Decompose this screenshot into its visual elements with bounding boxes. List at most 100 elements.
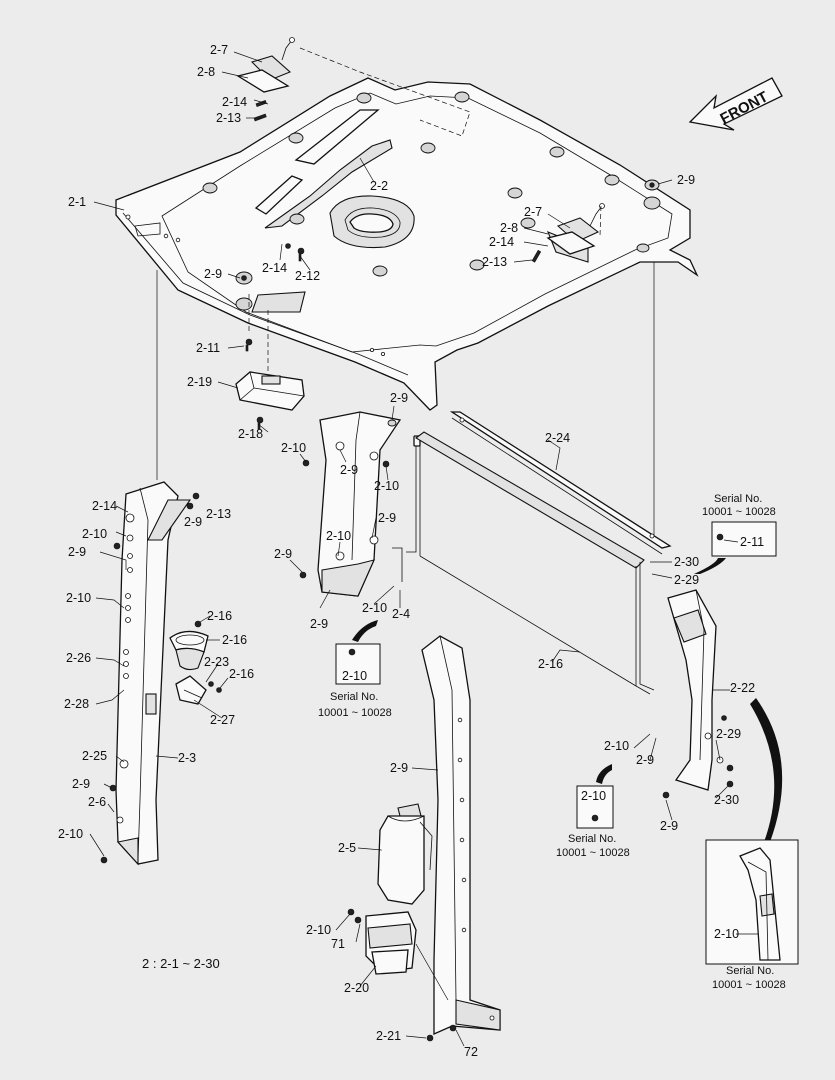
callout: 2-23 — [204, 655, 229, 669]
callout: 2-16 — [207, 609, 232, 623]
assembly-guide-lines — [156, 47, 655, 535]
headliner-clips — [202, 91, 661, 311]
callout: 2-11 — [196, 341, 220, 355]
callout: 2-26 — [66, 651, 91, 665]
callout: 2-10 — [326, 529, 351, 543]
dome-lamp-rear — [531, 203, 605, 263]
callout: 2-25 — [82, 749, 107, 763]
front-pillar-trim-left — [100, 481, 200, 866]
callout: 71 — [331, 937, 345, 951]
callout: 2-16 — [538, 657, 563, 671]
callout: 2-8 — [197, 65, 215, 79]
callout: 2-9 — [204, 267, 222, 281]
callout: 2-10 — [714, 927, 739, 941]
callout: 2-28 — [64, 697, 89, 711]
callout: 2-9 — [390, 761, 408, 775]
serial-box-b — [335, 620, 381, 685]
callout: 2-10 — [66, 591, 91, 605]
callout: 2-29 — [674, 573, 699, 587]
detail-box-rear-pillar — [705, 839, 799, 965]
assist-handle — [169, 620, 222, 705]
headliner-fasteners — [235, 179, 660, 352]
callout: 2-9 — [636, 753, 654, 767]
callout: 2-10 — [58, 827, 83, 841]
callout-leaders — [89, 51, 730, 1047]
serial-label: Serial No. — [726, 965, 774, 977]
callout: 2-10 — [82, 527, 107, 541]
callout: 2-9 — [677, 173, 695, 187]
serial-notes: Serial No. 10001 ~ 10028 2-11 2-10 Seria… — [318, 493, 786, 991]
callout: 2-29 — [716, 727, 741, 741]
callout: 2-9 — [340, 463, 358, 477]
callout: 2-4 — [392, 607, 410, 621]
overhead-console — [235, 371, 305, 430]
serial-range: 10001 ~ 10028 — [556, 847, 630, 859]
callout: 2-14 — [489, 235, 514, 249]
callout: 2-9 — [310, 617, 328, 631]
callout: 2-14 — [92, 499, 117, 513]
callout: 2-10 — [604, 739, 629, 753]
callout: 2-9 — [68, 545, 86, 559]
callout: 2-20 — [344, 981, 369, 995]
serial-part: 2-11 — [740, 535, 764, 549]
callout: 2-10 — [306, 923, 331, 937]
callout: 2-9 — [660, 819, 678, 833]
callout: 2-14 — [222, 95, 247, 109]
callout: 2-30 — [714, 793, 739, 807]
detail-pointer-arrow — [750, 698, 783, 842]
rear-side-pillar-trim — [662, 589, 734, 799]
callout: 2-9 — [378, 511, 396, 525]
callout: 2-9 — [184, 515, 202, 529]
callout: 2-27 — [210, 713, 235, 727]
rear-pillar-trim — [421, 635, 501, 1042]
callout: 2-24 — [545, 431, 570, 445]
callout: 2-3 — [178, 751, 196, 765]
callout: 2-13 — [216, 111, 241, 125]
callout: 2-7 — [210, 43, 228, 57]
callout-labels: 2-7 2-8 2-14 2-13 2-1 2-2 2-14 2-12 2-9 … — [58, 43, 755, 1059]
callout: 2-9 — [274, 547, 292, 561]
callout: 2-8 — [500, 221, 518, 235]
serial-part: 2-10 — [342, 669, 367, 683]
callout: 2-6 — [88, 795, 106, 809]
serial-box-a — [694, 521, 777, 574]
callout: 2-18 — [238, 427, 263, 441]
callout: 2-13 — [206, 507, 231, 521]
extinguisher-bracket — [347, 908, 449, 1001]
callout: 2-1 — [68, 195, 86, 209]
callout: 2-10 — [362, 601, 387, 615]
callout: 2-13 — [482, 255, 507, 269]
serial-part: 2-10 — [581, 789, 606, 803]
callout: 2-21 — [376, 1029, 401, 1043]
sunshade-assembly — [392, 411, 672, 695]
callout: 2-14 — [262, 261, 287, 275]
serial-label: Serial No. — [714, 493, 762, 505]
callout: 2-10 — [374, 479, 399, 493]
front-direction-arrow — [688, 77, 783, 131]
serial-range: 10001 ~ 10028 — [712, 979, 786, 991]
callout: 2-16 — [222, 633, 247, 647]
callout: 2-9 — [390, 391, 408, 405]
legend-text: 2 : 2-1 ~ 2-30 — [142, 956, 220, 971]
fire-extinguisher — [377, 803, 433, 905]
callout: 2-2 — [370, 179, 388, 193]
serial-box-c — [576, 764, 614, 829]
callout: 2-30 — [674, 555, 699, 569]
serial-label: Serial No. — [330, 691, 378, 703]
center-pillar-trim — [299, 411, 402, 597]
serial-range: 10001 ~ 10028 — [318, 707, 392, 719]
callout: 72 — [464, 1045, 478, 1059]
callout: 2-9 — [72, 777, 90, 791]
callout: 2-22 — [730, 681, 755, 695]
headliner-panel — [115, 77, 699, 411]
callout: 2-5 — [338, 841, 356, 855]
callout: 2-16 — [229, 667, 254, 681]
serial-range: 10001 ~ 10028 — [702, 506, 776, 518]
callout: 2-10 — [281, 441, 306, 455]
serial-label: Serial No. — [568, 833, 616, 845]
callout: 2-7 — [524, 205, 542, 219]
callout: 2-12 — [295, 269, 320, 283]
callout: 2-19 — [187, 375, 212, 389]
